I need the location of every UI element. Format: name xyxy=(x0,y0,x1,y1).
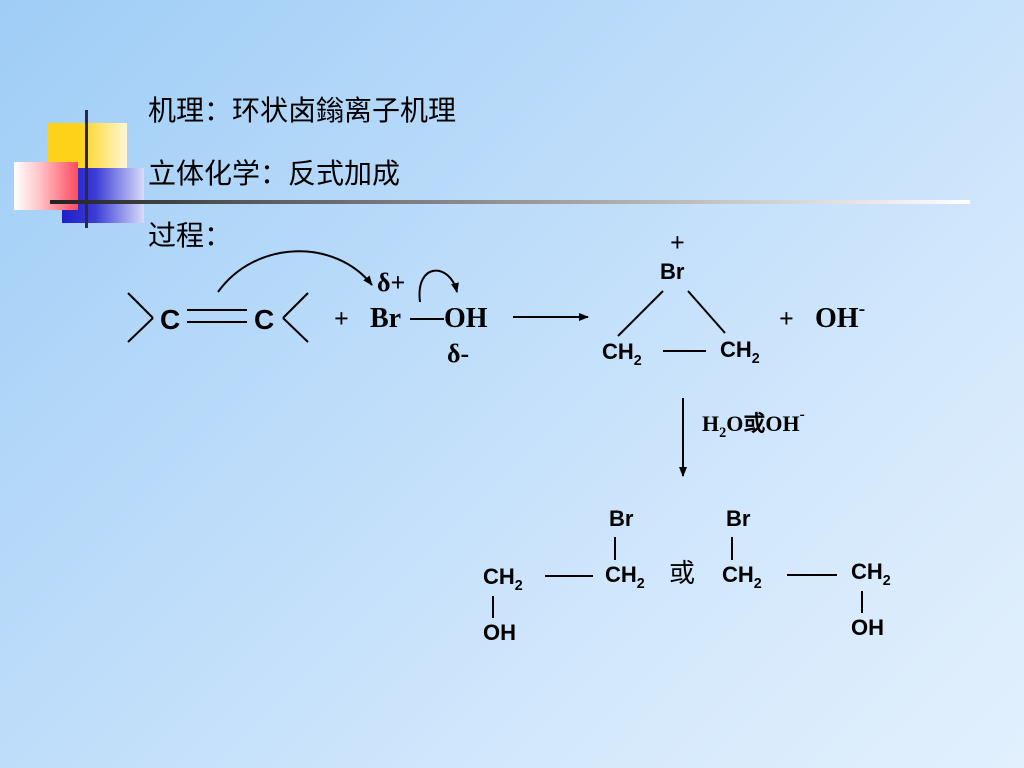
bromonium-bromine: Br xyxy=(660,259,685,284)
deco-vertical-line xyxy=(85,110,88,228)
bromonium-charge: + xyxy=(670,228,685,257)
product1-hydroxyl: OH xyxy=(483,620,516,645)
mechanism-text: 机理：环状卤鎓离子机理 xyxy=(148,94,457,127)
plus-sign: + xyxy=(334,304,349,333)
product2-ch2-br: CH2 xyxy=(722,562,762,592)
alkene-carbon-right: C xyxy=(254,304,275,335)
product2-ch2-oh: CH2 xyxy=(851,559,891,589)
product1-ch2-br: CH2 xyxy=(605,562,645,592)
product2-hydroxyl: OH xyxy=(851,615,884,640)
product2-bromine: Br xyxy=(726,506,751,531)
product1-ch2-oh: CH2 xyxy=(483,564,523,594)
delta-plus-label: δ+ xyxy=(377,268,406,297)
deco-horizontal-rule xyxy=(50,200,970,204)
plus-sign-2: + xyxy=(779,304,794,333)
stereochemistry-text: 立体化学：反式加成 xyxy=(148,157,401,190)
hydroxyl-group: OH xyxy=(444,303,488,334)
alkene-carbon-left: C xyxy=(160,304,181,335)
reagent-label: H2O或OH- xyxy=(702,406,805,441)
delta-minus-label: δ- xyxy=(447,339,470,368)
ring-ch2-right: CH2 xyxy=(720,337,760,367)
product1-bromine: Br xyxy=(609,506,634,531)
bromine-atom: Br xyxy=(370,303,402,334)
hydroxide-ion: OH- xyxy=(815,299,866,334)
or-label: 或 xyxy=(669,559,696,589)
process-label: 过程： xyxy=(148,219,233,252)
ring-ch2-left: CH2 xyxy=(602,339,642,369)
